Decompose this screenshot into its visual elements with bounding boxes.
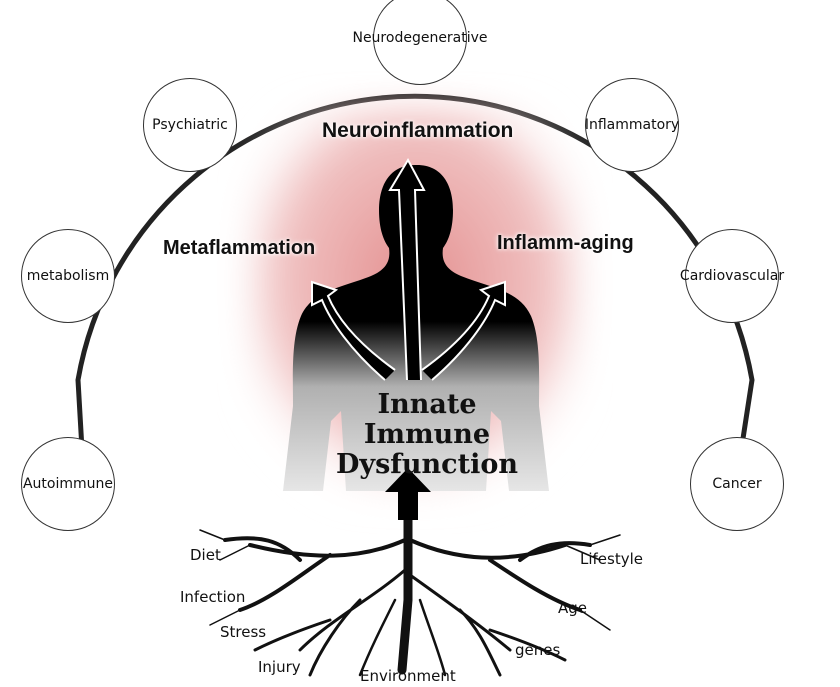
core-label: Innate Immune Dysfunction xyxy=(327,390,527,480)
root-genes: genes xyxy=(515,641,561,659)
node-psychiatric: Psychiatric xyxy=(143,78,237,172)
roots xyxy=(199,490,621,677)
label-metaflammation: Metaflammation xyxy=(163,237,316,259)
label-neuroinflammation: Neuroinflammation xyxy=(322,119,514,142)
core-line-3: Dysfunction xyxy=(336,449,518,480)
node-autoimmune: Autoimmune xyxy=(21,437,115,531)
label-inflamm-aging: Inflamm-aging xyxy=(497,232,634,254)
core-line-2: Immune xyxy=(363,419,491,450)
node-inflammatory: Inflammatory xyxy=(585,78,679,172)
root-age: Age xyxy=(558,599,588,617)
root-injury: Injury xyxy=(258,658,301,676)
arrows xyxy=(311,157,506,381)
root-infection: Infection xyxy=(180,588,246,606)
root-environment: Environment xyxy=(360,667,456,685)
node-cancer: Cancer xyxy=(690,437,784,531)
node-metabolism: metabolism xyxy=(21,229,115,323)
root-stress: Stress xyxy=(220,623,267,641)
node-cardiovascular: Cardiovascular xyxy=(680,229,784,323)
core-line-1: Innate xyxy=(377,389,477,420)
root-diet: Diet xyxy=(190,546,221,564)
up-arrow xyxy=(385,468,431,520)
root-lifestyle: Lifestyle xyxy=(580,550,644,568)
node-neurodegenerative: Neurodegenerative xyxy=(352,0,488,85)
